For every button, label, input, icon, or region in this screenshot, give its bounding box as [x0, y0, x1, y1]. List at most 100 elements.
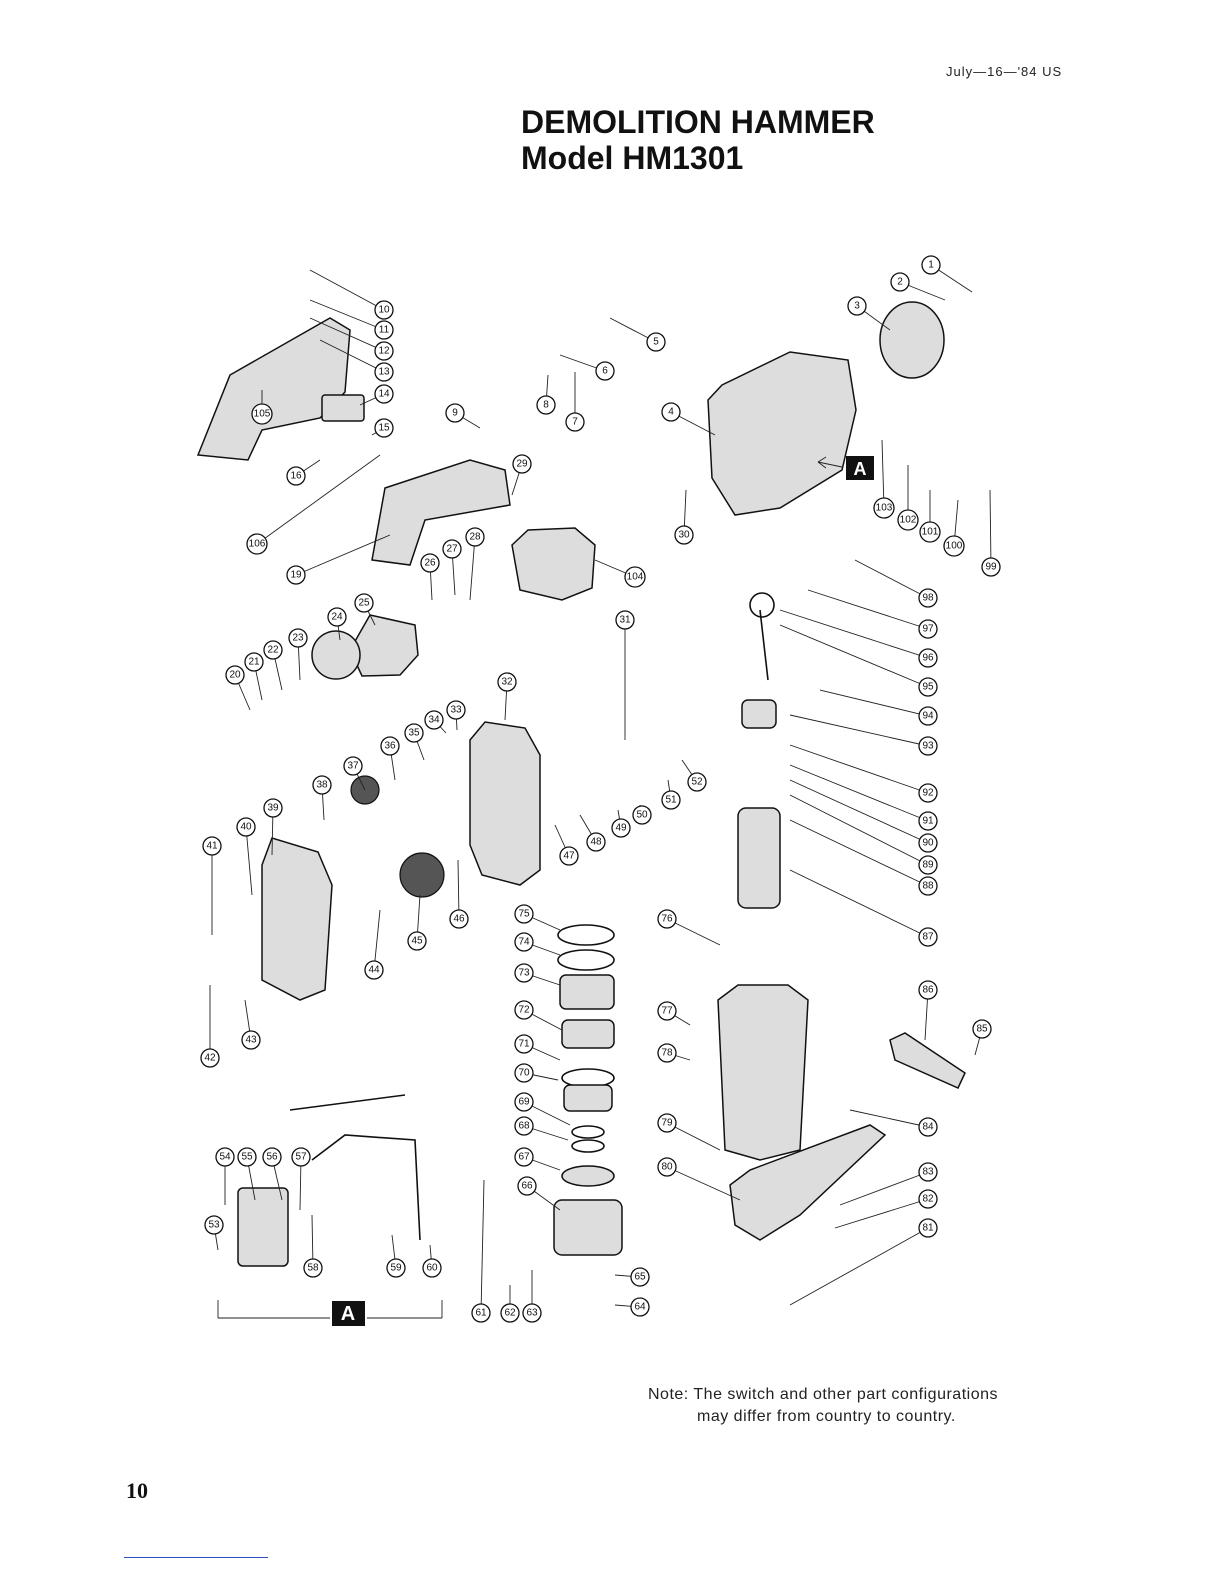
leader-line	[245, 826, 253, 896]
callout-number: 100	[946, 541, 963, 552]
sleeve-drawing	[563, 1084, 613, 1112]
callout-circle	[374, 362, 394, 382]
callout-circle	[586, 832, 606, 852]
callout-circle	[241, 1030, 261, 1050]
footer-note-line1: Note: The switch and other part configur…	[648, 1386, 998, 1403]
side-handle-drawing	[371, 459, 511, 566]
callout-number: 1	[928, 260, 934, 271]
callout-105: 105	[251, 390, 273, 425]
callout-number: 41	[206, 841, 218, 852]
callout-circle	[918, 811, 938, 831]
callout-circle	[236, 817, 256, 837]
callout-circle	[918, 783, 938, 803]
leader-line	[779, 624, 929, 688]
callout-number: 11	[379, 325, 390, 336]
callout-number: 12	[378, 346, 390, 357]
callout-circle	[630, 1297, 650, 1317]
callout-42: 42	[200, 985, 220, 1068]
callout-circle	[890, 272, 910, 292]
callout-circle	[918, 833, 938, 853]
callout-22: 22	[263, 640, 283, 691]
section-a-arrow-marker	[846, 456, 874, 480]
callout-90: 90	[789, 779, 938, 853]
callout-32: 32	[497, 672, 517, 721]
callout-circle	[657, 1043, 677, 1063]
callout-circle	[514, 1063, 534, 1083]
callout-number: 34	[428, 715, 440, 726]
callout-number: 61	[475, 1308, 487, 1319]
callout-number: 49	[615, 823, 627, 834]
callout-number: 66	[521, 1181, 533, 1192]
callout-number: 46	[453, 914, 465, 925]
callout-number: 4	[668, 407, 674, 418]
leader-line	[789, 744, 929, 794]
callout-95: 95	[779, 624, 938, 697]
callout-circle	[657, 1001, 677, 1021]
callout-43: 43	[241, 999, 261, 1050]
callout-number: 102	[900, 515, 917, 526]
callout-number: 48	[590, 837, 602, 848]
callout-number: 71	[518, 1039, 530, 1050]
callout-circle	[918, 706, 938, 726]
callout-80: 80	[657, 1157, 741, 1201]
callout-33: 33	[446, 700, 466, 731]
callout-circle	[237, 1147, 257, 1167]
callout-9: 9	[445, 403, 481, 429]
callout-circle	[449, 909, 469, 929]
callout-27: 27	[442, 539, 462, 596]
callout-number: 60	[426, 1263, 438, 1274]
callout-63: 63	[522, 1270, 542, 1323]
callout-number: 93	[922, 741, 934, 752]
callout-circle	[514, 1092, 534, 1112]
callout-number: 69	[518, 1097, 530, 1108]
callout-number: 85	[976, 1024, 988, 1035]
callout-circle	[354, 593, 374, 613]
callout-number: 95	[922, 682, 934, 693]
callout-35: 35	[404, 723, 425, 761]
callout-circle	[465, 527, 485, 547]
leader-line	[789, 714, 929, 747]
callout-circle	[981, 557, 1001, 577]
callout-41: 41	[202, 836, 222, 935]
callout-circle	[514, 932, 534, 952]
callout-circle	[445, 403, 465, 423]
gear-housing-drawing	[469, 721, 541, 886]
callout-12: 12	[309, 317, 394, 361]
callout-5: 5	[609, 317, 666, 352]
callout-number: 55	[241, 1152, 253, 1163]
callout-circle	[442, 539, 462, 559]
callout-number: 9	[452, 408, 458, 419]
callout-20: 20	[225, 665, 251, 711]
callout-number: 40	[240, 822, 252, 833]
callout-76: 76	[657, 909, 721, 946]
callout-number: 59	[390, 1263, 402, 1274]
callout-3: 3	[847, 296, 891, 331]
callout-circle	[514, 1116, 534, 1136]
callout-circle	[595, 361, 615, 381]
callout-64: 64	[614, 1297, 650, 1317]
callout-number: 43	[245, 1035, 257, 1046]
callout-circle	[897, 509, 919, 531]
callout-14: 14	[359, 384, 394, 406]
callout-circle	[291, 1147, 311, 1167]
callout-number: 78	[661, 1048, 673, 1059]
callout-number: 72	[518, 1005, 530, 1016]
callout-circle	[288, 628, 308, 648]
callout-55: 55	[237, 1147, 257, 1201]
callout-circle	[918, 648, 938, 668]
callout-number: 63	[526, 1308, 538, 1319]
callout-circle	[847, 296, 867, 316]
callout-88: 88	[789, 819, 938, 896]
leader-line	[469, 536, 476, 601]
callout-19: 19	[286, 534, 391, 585]
callout-circle	[661, 402, 681, 422]
callout-number: 53	[208, 1220, 220, 1231]
callout-circle	[918, 1189, 938, 1209]
leader-line	[834, 1198, 929, 1229]
callout-number: 39	[267, 803, 279, 814]
leader-line	[309, 269, 385, 311]
callout-number: 31	[619, 615, 631, 626]
callout-circle	[246, 533, 268, 555]
callout-91: 91	[789, 764, 938, 831]
callout-57: 57	[291, 1147, 311, 1211]
